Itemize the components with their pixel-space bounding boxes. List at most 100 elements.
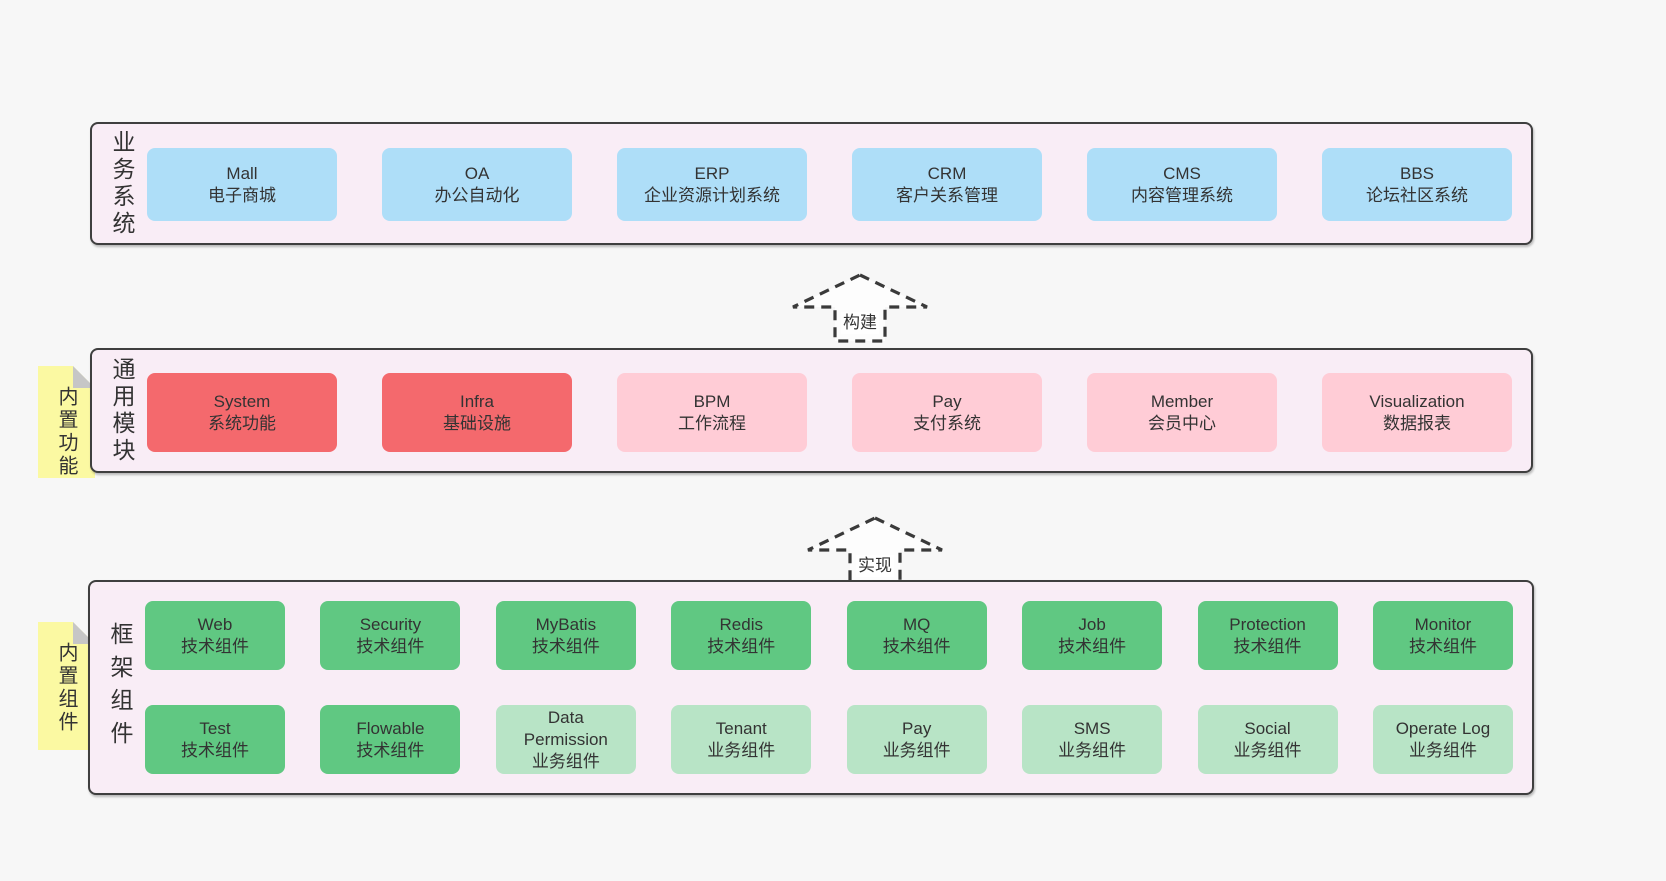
diagram-box-subtitle: 技术组件 (707, 636, 776, 656)
diagram-box: ERP 企业资源计划系统 (617, 148, 807, 221)
diagram-box-title: BBS (1399, 163, 1435, 183)
diagram-box-subtitle: 技术组件 (1408, 636, 1477, 656)
diagram-box-title: Web (197, 614, 233, 634)
diagram-box-title: Flowable (356, 718, 425, 738)
build-arrow: 构建 (790, 273, 930, 343)
diagram-box-title: Infra (459, 391, 495, 411)
diagram-box: System 系统功能 (147, 373, 337, 452)
diagram-box-title: System (213, 391, 271, 411)
business-systems-panel-label: 业务系统 (109, 129, 135, 238)
diagram-box-subtitle: 技术组件 (1058, 636, 1127, 656)
diagram-box: Web 技术组件 (145, 601, 285, 670)
diagram-box: Job 技术组件 (1022, 601, 1163, 670)
diagram-box-title: Redis (719, 614, 763, 634)
diagram-box-subtitle: 技术组件 (356, 636, 425, 656)
diagram-box-subtitle: 企业资源计划系统 (644, 185, 780, 205)
diagram-box: Data Permission 业务组件 (495, 705, 636, 774)
diagram-box: BPM 工作流程 (617, 373, 807, 452)
diagram-box-subtitle: 电子商城 (208, 185, 276, 205)
diagram-box-subtitle: 技术组件 (1233, 636, 1302, 656)
diagram-box-subtitle: 技术组件 (181, 740, 249, 760)
common-modules-panel-label: 通用模块 (109, 356, 135, 465)
framework-components-row-1: Web 技术组件 Security 技术组件 MyBatis 技术组件 Redi… (145, 601, 1513, 670)
diagram-box-subtitle: 业务组件 (882, 740, 951, 760)
diagram-box-title: Pay (932, 391, 962, 411)
diagram-box-subtitle: 技术组件 (356, 740, 425, 760)
diagram-box: Operate Log 业务组件 (1372, 705, 1513, 774)
diagram-box-title: OA (464, 163, 490, 183)
diagram-box-subtitle: 业务组件 (707, 740, 776, 760)
diagram-box-subtitle: 技术组件 (531, 636, 600, 656)
diagram-box-title: Member (1150, 391, 1214, 411)
diagram-box: Tenant 业务组件 (671, 705, 812, 774)
diagram-box: MyBatis 技术组件 (495, 601, 636, 670)
diagram-box-title: Monitor (1414, 614, 1472, 634)
diagram-box: Member 会员中心 (1087, 373, 1277, 452)
diagram-box-title: Visualization (1369, 391, 1465, 411)
diagram-box-subtitle: 技术组件 (181, 636, 249, 656)
diagram-box-title: Pay (902, 718, 932, 738)
diagram-box-title: Security (359, 614, 422, 634)
diagram-box: Visualization 数据报表 (1322, 373, 1512, 452)
build-arrow-label: 构建 (841, 312, 879, 334)
diagram-box: Infra 基础设施 (382, 373, 572, 452)
diagram-box-subtitle: 业务组件 (1058, 740, 1127, 760)
builtin-components-tag: 内置组件 (38, 622, 95, 750)
framework-components-row-2: Test 技术组件 Flowable 技术组件 Data Permission … (145, 705, 1513, 774)
diagram-box-title: MQ (902, 614, 931, 634)
framework-components-panel-label: 框架组件 (107, 621, 133, 754)
diagram-box-subtitle: 业务组件 (1233, 740, 1302, 760)
business-systems-row: Mall 电子商城 OA 办公自动化 ERP 企业资源计划系统 CRM 客户关系… (147, 148, 1512, 221)
diagram-box: CRM 客户关系管理 (852, 148, 1042, 221)
diagram-box-title: Protection (1229, 614, 1306, 634)
diagram-box: Pay 业务组件 (846, 705, 987, 774)
diagram-box-subtitle: 会员中心 (1148, 413, 1216, 433)
diagram-box-title: ERP (694, 163, 730, 183)
diagram-box-subtitle: 支付系统 (913, 413, 981, 433)
diagram-box: Protection 技术组件 (1197, 601, 1338, 670)
diagram-box: Security 技术组件 (320, 601, 461, 670)
diagram-box-subtitle: 办公自动化 (434, 185, 520, 205)
diagram-box-subtitle: 工作流程 (678, 413, 746, 433)
diagram-box-subtitle: 数据报表 (1383, 413, 1451, 433)
diagram-box-title: BPM (693, 391, 731, 411)
diagram-box: Monitor 技术组件 (1372, 601, 1513, 670)
implement-arrow: 实现 (805, 516, 945, 586)
diagram-box: SMS 业务组件 (1022, 705, 1163, 774)
diagram-box-subtitle: 基础设施 (443, 413, 511, 433)
diagram-box: Social 业务组件 (1197, 705, 1338, 774)
builtin-features-tag: 内置功能 (38, 366, 95, 478)
builtin-components-tag-label: 内置组件 (55, 642, 77, 734)
diagram-box-title: Job (1078, 614, 1106, 634)
diagram-box-title: MyBatis (535, 614, 597, 634)
diagram-box-title: CRM (927, 163, 967, 183)
diagram-box-title: Social (1244, 718, 1291, 738)
diagram-box-title: Operate Log (1395, 718, 1491, 738)
common-modules-row: System 系统功能 Infra 基础设施 BPM 工作流程 Pay 支付系统 (147, 373, 1512, 452)
diagram-box-subtitle: 客户关系管理 (896, 185, 998, 205)
diagram-box-subtitle: 技术组件 (882, 636, 951, 656)
framework-components-panel: 框架组件 Web 技术组件 Security 技术组件 MyBatis 技术组件 (88, 580, 1534, 795)
diagram-box-title: Tenant (715, 718, 767, 738)
diagram-box-title: SMS (1073, 718, 1111, 738)
diagram-box-title: Mall (226, 163, 258, 183)
common-modules-panel: 通用模块 System 系统功能 Infra 基础设施 BPM 工作流程 (90, 348, 1533, 473)
diagram-box: CMS 内容管理系统 (1087, 148, 1277, 221)
diagram-box: Pay 支付系统 (852, 373, 1042, 452)
diagram-box: Test 技术组件 (145, 705, 285, 774)
business-systems-panel: 业务系统 Mall 电子商城 OA 办公自动化 ERP 企业资源计划系统 (90, 122, 1533, 245)
up-arrow-icon (792, 273, 928, 343)
diagram-box-subtitle: 系统功能 (208, 413, 276, 433)
diagram-box: Redis 技术组件 (671, 601, 812, 670)
builtin-features-tag-label: 内置功能 (55, 386, 77, 478)
diagram-box: BBS 论坛社区系统 (1322, 148, 1512, 221)
diagram-box: Mall 电子商城 (147, 148, 337, 221)
implement-arrow-label: 实现 (856, 555, 894, 577)
diagram-box-title: Test (199, 718, 231, 738)
diagram-box-subtitle: 内容管理系统 (1131, 185, 1233, 205)
diagram-box-title: Data Permission (523, 707, 608, 749)
diagram-box-subtitle: 业务组件 (1408, 740, 1477, 760)
diagram-box-title: CMS (1163, 163, 1201, 183)
diagram-box-subtitle: 论坛社区系统 (1366, 185, 1468, 205)
